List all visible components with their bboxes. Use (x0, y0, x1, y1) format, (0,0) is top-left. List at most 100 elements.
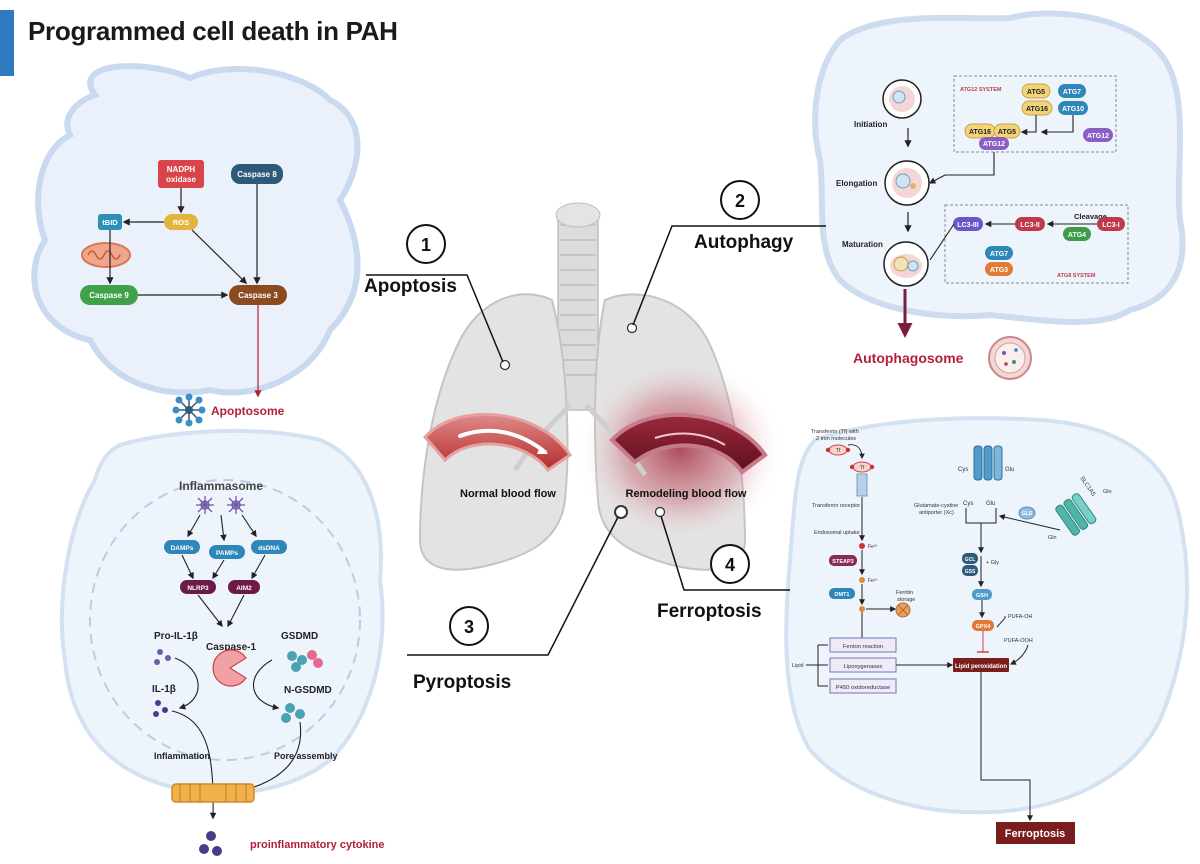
lc3-i-label: LC3-I (1102, 222, 1120, 229)
pore-assembly-label: Pore assembly (274, 751, 338, 761)
transferrin-label-1: Transferrin (Tf) with (811, 429, 859, 435)
atg12-complex-label: ATG12 (983, 141, 1005, 148)
fe3-icon (859, 543, 865, 549)
pamps-label: PAMPs (216, 550, 238, 557)
endosomal-uptake-label: Endosomal uptake (814, 530, 860, 536)
pro-il1b-icon (154, 649, 171, 665)
elongation-circle (884, 160, 930, 206)
atg4-label: ATG4 (1068, 232, 1086, 239)
caspase8-label: Caspase 8 (237, 170, 277, 179)
autophagosome-label: Autophagosome (853, 350, 964, 366)
dsdna-label: dsDNA (258, 545, 280, 552)
pyroptosis-panel: Inflammasome DAMPs PAMPs dsDNA NLRP3 AIM… (152, 479, 384, 856)
cleavage-label: Cleavage (1074, 212, 1107, 221)
aim2-label: AIM2 (236, 585, 252, 592)
atg7-label: ATG7 (1063, 89, 1081, 96)
gsdmd-icon (287, 650, 323, 672)
atg16-label: ATG16 (1026, 106, 1048, 113)
transferrin-icon: Tf (825, 444, 851, 456)
gcl-label: GCL (965, 557, 976, 563)
n-gsdmd-icon (281, 703, 305, 723)
fe2-label: Fe²⁺ (868, 578, 879, 584)
ferroptosis-label: Ferroptosis (657, 601, 762, 622)
tf-label-1: Tf (836, 448, 841, 454)
nadph-label-2: oxidase (166, 175, 196, 184)
autophagosome-icon (988, 336, 1032, 380)
page-title: Programmed cell death in PAH (28, 16, 398, 46)
glu-in-label: Glu (986, 501, 995, 507)
pyroptosis-number: 3 (464, 617, 474, 637)
gln-out-label: Gln (1103, 489, 1112, 495)
p450-label: P450 oxidoreductase (836, 685, 890, 691)
gsh-label: GSH (976, 593, 988, 599)
tbid-box (98, 214, 122, 230)
pufa-ooh-label: PUFA-OOH (1004, 638, 1033, 644)
caspase1-label: Caspase-1 (206, 642, 256, 653)
apoptosis-label: Apoptosis (364, 276, 457, 297)
il1b-icon (153, 700, 168, 717)
steap3-label: STEAP3 (832, 559, 853, 565)
caspase9-label: Caspase 9 (89, 291, 129, 300)
title-accent-bar (0, 10, 14, 76)
gpx4-label: GPX4 (976, 624, 992, 630)
autophagy-number: 2 (735, 191, 745, 211)
gls-icon: GLS (1018, 506, 1036, 520)
n-gsdmd-label: N-GSDMD (284, 685, 332, 696)
gsdmd-label: GSDMD (281, 631, 318, 642)
ferritin-label-2: storage (897, 597, 915, 603)
atg16-complex-label: ATG16 (969, 129, 991, 136)
tbid-label: tBID (102, 218, 118, 227)
nadph-oxidase-box (158, 160, 204, 188)
fenton-label: Fenton reaction (843, 644, 883, 650)
antiporter-label-2: antiporter (Xc) (919, 510, 954, 516)
ros-box (164, 214, 198, 230)
atg5-complex-label: ATG5 (998, 129, 1016, 136)
caspase8-box (231, 164, 283, 184)
maturation-circle (883, 241, 929, 287)
lc3-iii-label: LC3-III (957, 222, 978, 229)
atg12-system-box (953, 75, 1117, 153)
autophagy-panel: Initiation Elongation Maturation ATG12 S… (836, 75, 1129, 380)
atg12-label: ATG12 (1087, 133, 1109, 140)
atg8-system-box (944, 204, 1129, 284)
pyroptosis-label: Pyroptosis (413, 672, 511, 693)
normal-blood-flow-label: Normal blood flow (460, 488, 556, 500)
initiation-label: Initiation (854, 120, 887, 129)
initiation-circle (882, 79, 922, 119)
atg3-label: ATG3 (990, 267, 1008, 274)
transferrin-label-2: 2 iron molecules (816, 436, 856, 442)
gls-label: GLS (1022, 511, 1033, 517)
fe2-icon (859, 577, 865, 583)
apoptosis-panel: NADPH oxidase Caspase 8 tBID ROS Caspase… (80, 160, 287, 427)
caspase1-icon (212, 649, 247, 687)
ferritin-label-1: Ferritin (896, 590, 913, 596)
caspase3-label: Caspase 3 (238, 291, 278, 300)
ferritin-icon (895, 602, 911, 618)
inflammasome-label: Inflammasome (179, 479, 263, 493)
atg5-label: ATG5 (1027, 89, 1045, 96)
inflammasome-icon (227, 496, 245, 514)
ros-label: ROS (173, 218, 189, 227)
caspase3-box (229, 285, 287, 305)
apoptosome-label: Apoptosome (211, 404, 285, 418)
mitochondrion-icon (81, 242, 131, 268)
atg8-system-label: ATG8 SYSTEM (1057, 273, 1096, 279)
caspase9-box (80, 285, 138, 305)
apoptosome-icon (172, 393, 206, 427)
antiporter-label-1: Glutamate-cystine (914, 503, 958, 509)
il1b-label: IL-1β (152, 684, 176, 695)
proinflammatory-cytokine-label: proinflammatory cytokine (250, 839, 384, 851)
atg7-atg8-label: ATG7 (990, 251, 1008, 258)
transferrin-receptor-icon: Tf (849, 461, 875, 497)
autophagy-label: Autophagy (694, 232, 794, 253)
cys-out-label: Cys (958, 467, 968, 473)
apoptosis-cell (31, 63, 361, 396)
glu-out-label: Glu (1005, 467, 1014, 473)
lipid-peroxidation-label: Lipid peroxidation (955, 664, 1007, 670)
elongation-label: Elongation (836, 179, 877, 188)
gln-in-label: Gln (1048, 535, 1057, 541)
lc3-ii-label: LC3-II (1020, 222, 1040, 229)
transferrin-receptor-label: Transferrin receptor (812, 503, 860, 509)
fe3-label: Fe³⁺ (868, 544, 879, 550)
